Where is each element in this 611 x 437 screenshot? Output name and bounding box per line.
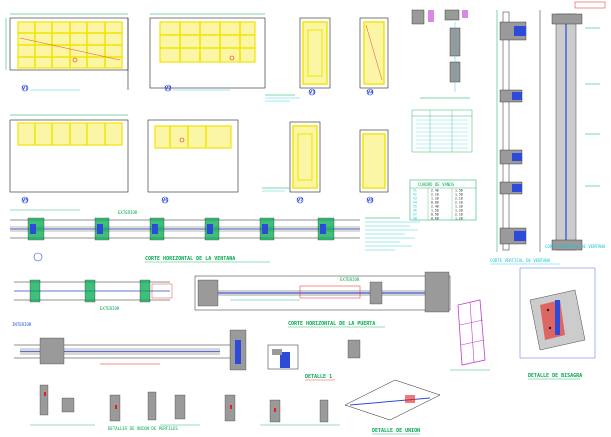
tag-v5: V5 [22,198,28,203]
legend-cell: 2.10 [431,192,439,196]
horizontal-door-section: EXTERIOR CORTE HORIZONTAL DE LA PUERTA [194,271,451,328]
elevation-v1: V1 [5,13,129,92]
tag-v7: V7 [297,198,303,203]
legend-cell: 0.60 [431,200,439,204]
legend-cell: 2.40 [431,188,439,192]
tag-v2: V2 [165,86,171,91]
tag-v1: V1 [22,86,28,91]
legend-cell: 1.20 [455,216,463,220]
legend-cell: 2.40 [431,204,439,208]
vanos-table-title: CUADRO DE VANOS [418,182,455,187]
legend-cell: V2 [413,192,417,196]
elevation-v4: V4 [359,17,389,96]
legend-cell: 2.10 [455,200,463,204]
tag-v6: V6 [162,198,168,203]
exterior-label-lower: EXTERIOR [100,306,120,311]
legend-cell: 0.90 [431,212,439,216]
vertical-window-title-2: CORTE VERTICAL DE VENTANA [545,244,606,249]
legend-cell: 1.50 [455,188,463,192]
legend-cell: V3 [413,196,417,200]
lower-window-section: EXTERIOR [14,279,173,311]
joints-row-title: DETALLES DE UNION DE PERFILES [108,426,178,431]
perspective-frame-detail [450,299,490,371]
detail-1-title: DETALLE 1 [305,374,332,380]
elevation-v7: V7 [289,121,321,204]
legend-cell: V4 [413,200,417,204]
detail-1: DETALLE 1 [267,339,361,381]
tag-v8: V8 [367,198,373,203]
legend-cell: 1.50 [431,208,439,212]
legend-cell: 2.10 [455,212,463,216]
elevation-v2: V2 [149,13,266,92]
elevation-v5: V5 [9,114,129,204]
legend-cell: V8 [413,216,417,220]
legend-cell: V6 [413,208,417,212]
elevation-v6: V6 [147,119,239,204]
vertical-window-section: CORTE VERTICAL DE VENTANA CORTE VERTICAL… [490,1,606,265]
legend-cell: 0.60 [431,216,439,220]
legend-cell: V7 [413,212,417,216]
joint-detail: DETALLE DE UNION [344,379,441,435]
hinge-detail-title: DETALLE DE BISAGRA [528,373,582,379]
vertical-window-title: CORTE VERTICAL DE VENTANA [490,258,551,263]
vanos-table [411,109,473,153]
legend-cell: V1 [413,188,417,192]
exterior-label-window: EXTERIOR [118,210,138,215]
door-section-title: CORTE HORIZONTAL DE LA PUERTA [288,321,375,327]
legend-cell: 2.10 [455,196,463,200]
legend-cell: V5 [413,204,417,208]
exterior-label-door: EXTERIOR [340,277,360,282]
profile-sections-top [411,9,470,99]
elevation-v8: V8 [359,129,389,204]
legend-cell: 1.20 [455,204,463,208]
window-section-title: CORTE HORIZONTAL DE LA VENTANA [145,256,235,262]
lower-door-section: INTERIOR [12,322,247,371]
hinge-detail: DETALLE DE BISAGRA [519,267,596,380]
note-block-top [265,94,300,102]
legend-cell: 1.20 [455,208,463,212]
elevation-v3: V3 [299,17,331,96]
interior-label: INTERIOR [12,322,32,327]
legend-cell: 1.50 [455,192,463,196]
notes-block [365,217,420,251]
tag-v3: V3 [309,90,315,95]
horizontal-window-section: EXTERIOR CORTE HORIZONTAL DE LA VENTANA [10,209,360,263]
legend-cell: 1.20 [431,196,439,200]
joint-details-row: DETALLES DE UNION DE PERFILES [30,384,340,431]
joint-detail-title: DETALLE DE UNION [372,428,420,434]
tag-v4: V4 [367,90,373,95]
